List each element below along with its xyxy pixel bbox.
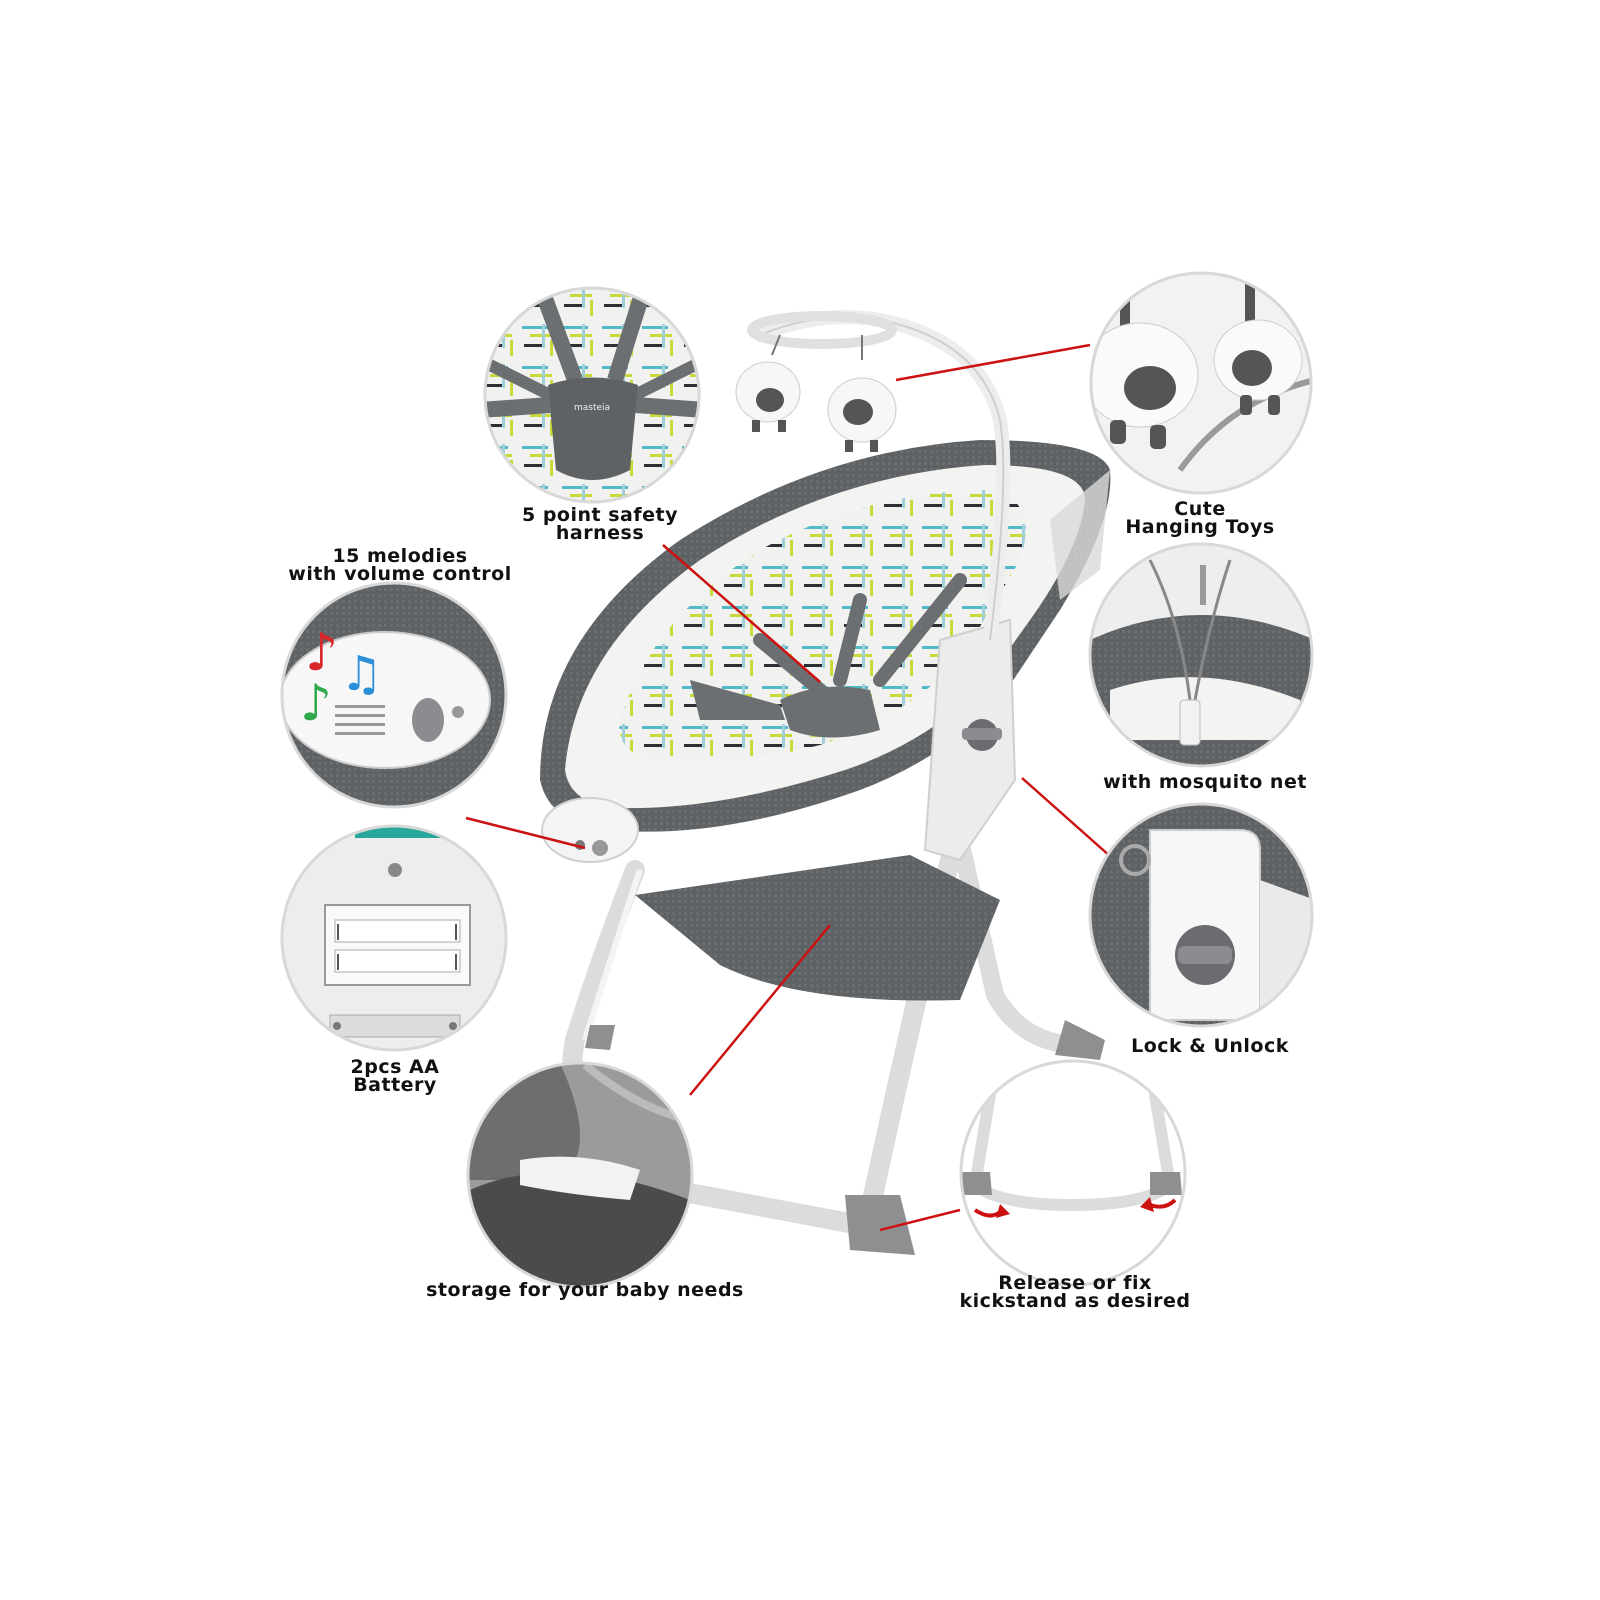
detail-lock	[1088, 802, 1314, 1028]
label-line: kickstand as desired	[959, 1290, 1191, 1312]
label-storage: storage for your baby needs	[420, 1279, 750, 1301]
label-net: with mosquito net	[1080, 771, 1330, 793]
label-melodies: 15 melodies with volume control	[270, 545, 530, 585]
label-line: storage for your baby needs	[426, 1279, 744, 1301]
music-notes-icon: ♪ ♫ ♪	[300, 623, 383, 732]
brand-logo: masteia	[574, 403, 610, 413]
detail-battery	[280, 824, 508, 1052]
label-line: harness	[555, 522, 645, 544]
rotate-arrow-icon	[973, 1204, 1010, 1218]
detail-kickstand	[959, 1059, 1187, 1287]
label-toys: Cute Hanging Toys	[1100, 498, 1300, 538]
detail-net	[1088, 542, 1314, 768]
label-harness: 5 point safety harness	[500, 504, 700, 544]
label-kickstand: Release or fix kickstand as desired	[950, 1272, 1200, 1312]
storage-basket	[635, 855, 1000, 1001]
label-battery: 2pcs AA Battery	[320, 1056, 470, 1096]
detail-toys	[1089, 271, 1313, 495]
label-line: Hanging Toys	[1125, 516, 1275, 538]
rotate-arrow-icon	[1140, 1197, 1177, 1212]
label-line: Battery	[353, 1074, 437, 1096]
label-line: 2pcs AA	[350, 1056, 440, 1078]
label-line: Release or fix	[998, 1272, 1152, 1294]
svg-text:♪: ♪	[300, 674, 332, 732]
label-line: 15 melodies	[332, 545, 468, 567]
main-product	[540, 310, 1111, 1255]
side-post	[923, 618, 1017, 862]
bassinet	[540, 440, 1111, 832]
detail-music: ♪ ♫ ♪	[280, 581, 508, 809]
music-box-unit	[541, 797, 639, 863]
callout-lines	[465, 343, 1112, 1232]
svg-text:♪: ♪	[305, 623, 338, 683]
label-line: Cute	[1174, 498, 1226, 520]
label-lock: Lock & Unlock	[1110, 1035, 1310, 1057]
sheep-toy-icon	[827, 377, 897, 452]
label-line: Lock & Unlock	[1131, 1035, 1289, 1057]
detail-harness: masteia	[483, 286, 701, 504]
svg-text:♫: ♫	[340, 646, 383, 702]
label-line: with mosquito net	[1103, 771, 1307, 793]
sheep-toy-icon	[735, 361, 801, 432]
label-line: 5 point safety	[522, 504, 678, 526]
detail-storage	[466, 1061, 694, 1289]
label-line: with volume control	[288, 563, 512, 585]
